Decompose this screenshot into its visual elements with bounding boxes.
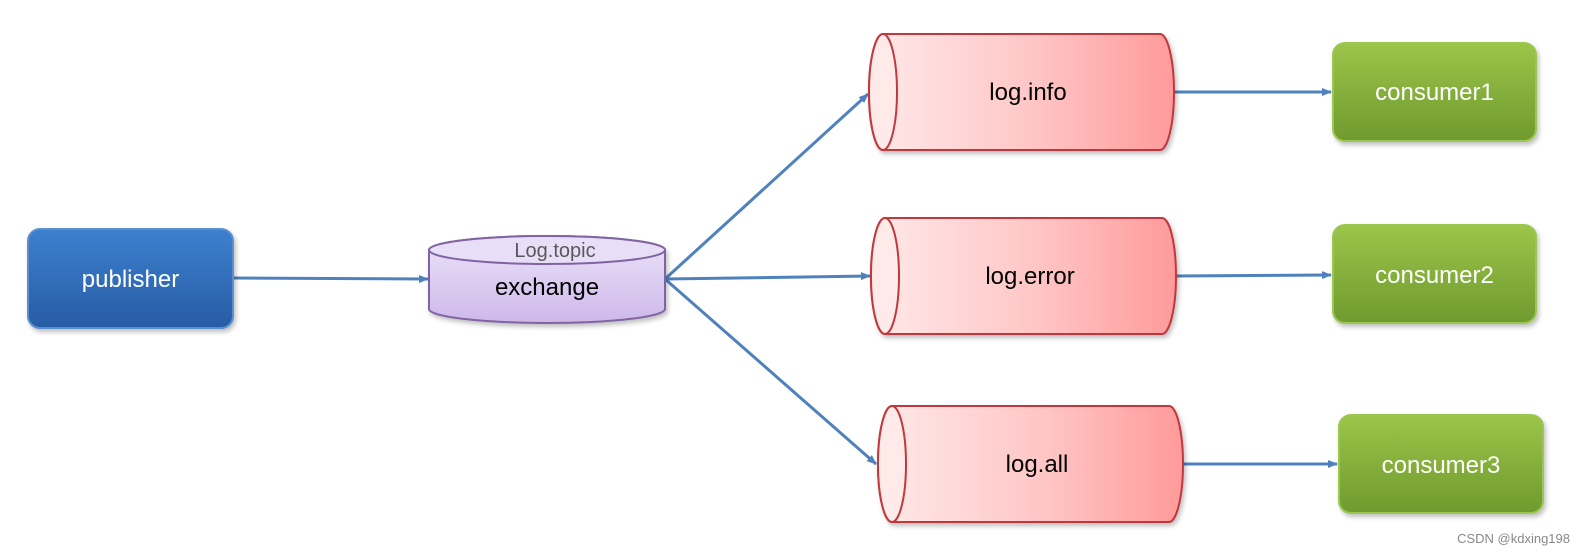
arrow-log-error-to-consumer2 [1175,271,1332,280]
consumer-label: consumer2 [1375,262,1494,289]
queue-label: log.error [985,263,1074,290]
consumer1-node[interactable]: consumer1 [1332,42,1537,142]
consumer3-node[interactable]: consumer3 [1338,414,1544,514]
exchange-name-label: Log.topic [514,240,595,262]
watermark: CSDN @kdxing198 [1457,531,1570,546]
arrow-exchange-to-log-error [664,272,871,281]
queue-log-all[interactable]: log.all [877,405,1184,523]
queue-label: log.all [1006,451,1069,478]
arrow-exchange-to-log-info [663,92,870,281]
queue-label: log.info [989,79,1066,106]
publisher-node[interactable]: publisher [27,228,234,329]
consumer2-node[interactable]: consumer2 [1332,224,1537,324]
queue-log-error[interactable]: log.error [870,217,1177,335]
exchange-node[interactable]: Log.topic exchange [428,235,666,324]
consumer-label: consumer1 [1375,79,1494,106]
publisher-label: publisher [82,266,179,293]
queue-log-info[interactable]: log.info [868,33,1175,151]
exchange-label: exchange [495,274,599,301]
consumer-label: consumer3 [1382,452,1501,479]
arrow-publisher-to-exchange [233,274,429,283]
arrow-exchange-to-log-all [664,277,877,466]
